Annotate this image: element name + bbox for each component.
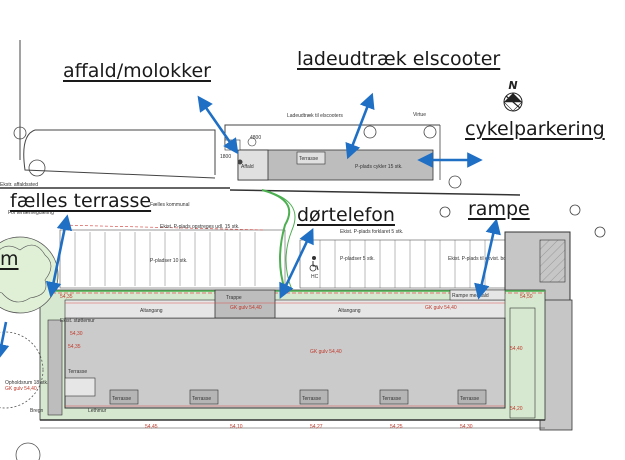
- altangang-mid: Altangang: [338, 308, 361, 314]
- terrasse-left-label: Terrasse: [68, 369, 87, 375]
- terrasse-4-label: Terrasse: [382, 396, 401, 402]
- level-54-45: 54,45: [145, 424, 158, 430]
- virtue-note: Virtue: [413, 112, 426, 118]
- level-54-35: 54,35: [60, 294, 73, 300]
- gk-gulv-left: GK gulv 54,40: [5, 386, 37, 392]
- bike-parking-note: P-plads cykler 15 stk.: [355, 164, 403, 170]
- label-cykelparkering: cykelparkering: [465, 118, 605, 140]
- gk-gulv-center: GK gulv 54,40: [310, 349, 342, 355]
- double-arrow-icon: [279, 227, 314, 300]
- opholdsrum-label: Opholdsrum 18 stk.: [5, 380, 48, 386]
- ladeudtraek-note: Ladeudtræk til elscooters: [287, 113, 343, 119]
- affald-box-label: Affald: [241, 164, 254, 170]
- dim-1800: 1800: [220, 154, 231, 160]
- double-arrow-icon: [0, 321, 10, 360]
- lethmur-note: Lethmur: [88, 408, 107, 414]
- double-arrow-icon: [197, 95, 239, 155]
- main-building: [39, 289, 546, 429]
- label-ladeudtraek: ladeudtræk elscooter: [297, 48, 501, 70]
- altangang-left: Altangang: [140, 308, 163, 314]
- terrasse-5-label: Terrasse: [460, 396, 479, 402]
- label-rampe: rampe: [468, 198, 530, 220]
- parking-note-4: Ekist. P-plads forklaret 5 stk.: [340, 229, 403, 235]
- north-arrow-icon: [503, 92, 523, 112]
- rampe-fald-label: Rampe med fald: [452, 293, 489, 299]
- bike-strip: [224, 137, 434, 181]
- gk-gulv-top: GK gulv 54,40: [230, 305, 262, 311]
- label-doertelefon: dørtelefon: [297, 204, 395, 226]
- level-54-30b: 54,30: [460, 424, 473, 430]
- terrasse-2-label: Terrasse: [192, 396, 211, 402]
- north-label: N: [508, 79, 517, 92]
- double-arrow-icon: [474, 218, 501, 300]
- level-54-10: 54,10: [230, 424, 243, 430]
- level-54-50: 54,50: [520, 294, 533, 300]
- terrain-note: For terrænregulering: [8, 210, 54, 216]
- trappe-label: Trappe: [226, 295, 242, 301]
- label-affald: affald/molokker: [63, 60, 211, 82]
- level-54-20: 54,20: [510, 406, 523, 412]
- stottemur-note: Ekist. støttemur: [60, 318, 95, 324]
- faelles-kommunal-note: Fælles kommunal: [150, 202, 189, 208]
- level-54-25: 54,25: [390, 424, 403, 430]
- bregn-note: Bregn: [30, 408, 44, 414]
- level-54-30: 54,30: [70, 331, 83, 337]
- terrasse-3-label: Terrasse: [302, 396, 321, 402]
- gk-gulv-top2: GK gulv 54,40: [425, 305, 457, 311]
- parking-note-1: Ekist. P-plads opstreges udl. 15 stk.: [160, 224, 239, 230]
- wheelchair-icon: [309, 256, 319, 272]
- affaldssted-note: Ekstr. affaldssted: [0, 182, 38, 188]
- level-54-27: 54,27: [310, 424, 323, 430]
- hc-label: HC: [311, 274, 319, 280]
- double-arrow-icon: [345, 92, 375, 160]
- double-arrow-icon: [45, 214, 73, 298]
- terrasse-box-label: Terrasse: [299, 156, 318, 162]
- terrasse-1-label: Terrasse: [112, 396, 131, 402]
- dim-4800: 4800: [250, 135, 261, 141]
- label-faelles-terrasse: fælles terrasse: [10, 190, 152, 212]
- label-left-cut: m: [0, 248, 19, 270]
- level-54-40: 54,40: [510, 346, 523, 352]
- annotation-arrows: [0, 92, 501, 360]
- parking-note-3: P-pladser 5 stk.: [340, 256, 375, 262]
- level-54-35b: 54,35: [68, 344, 81, 350]
- parking-note-2: P-pladser 10 stk.: [150, 258, 188, 264]
